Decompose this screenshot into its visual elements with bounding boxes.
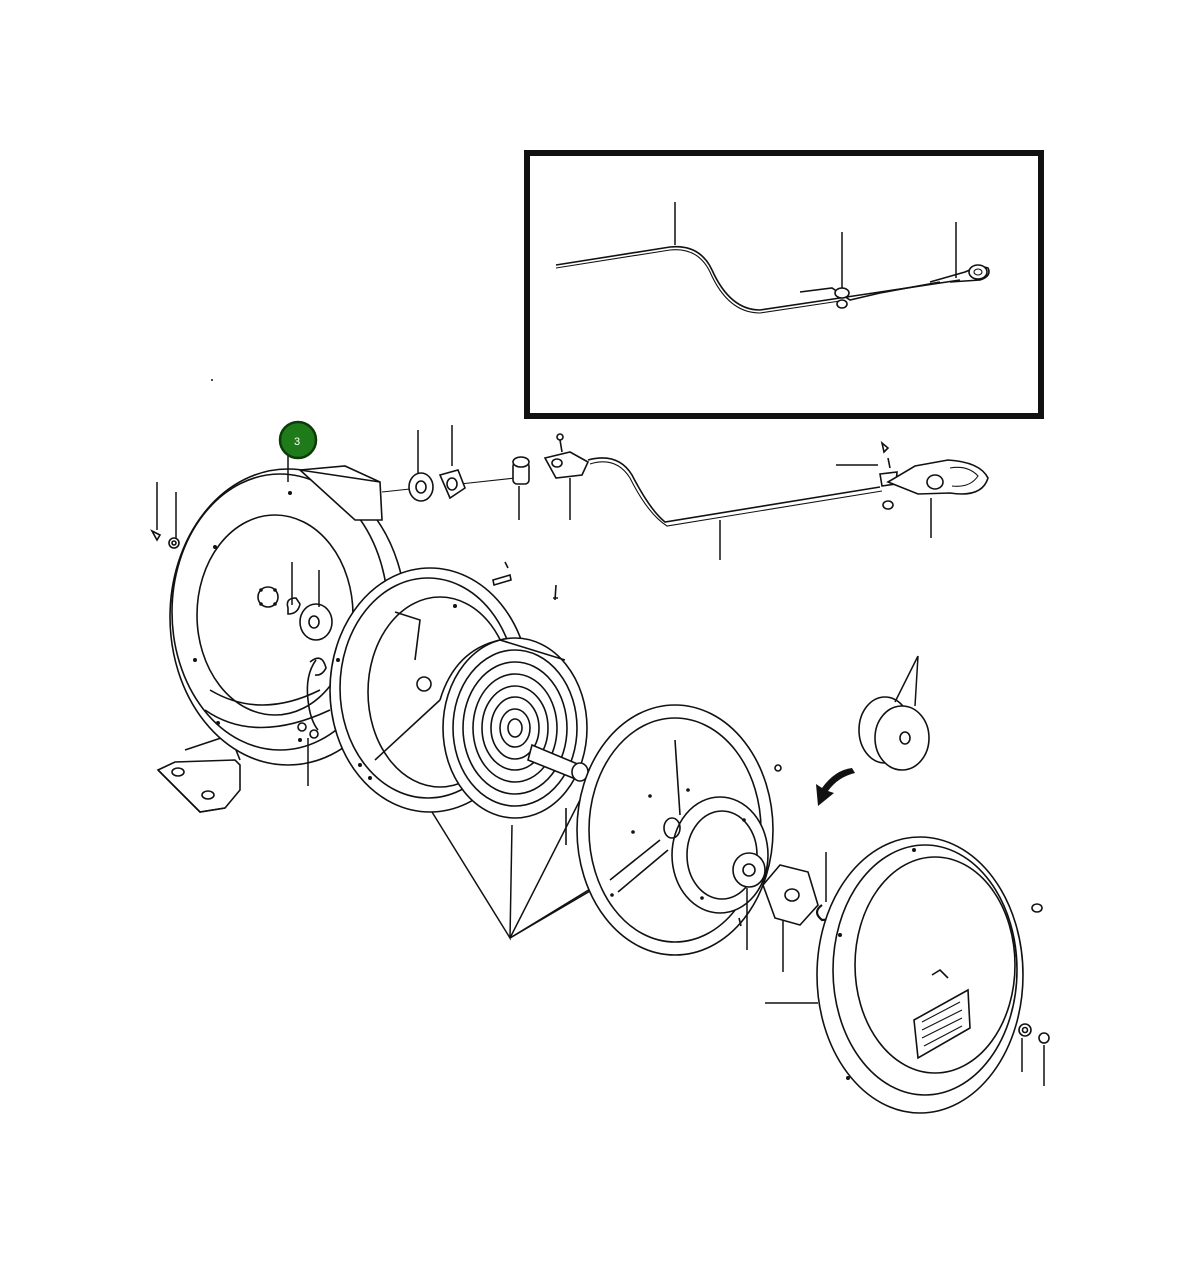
- hub-washer: [286, 597, 333, 641]
- inset-detail-box: [524, 150, 1044, 419]
- hub-bushing: [732, 852, 766, 888]
- retaining-plate: [762, 864, 819, 926]
- cable-assembly: [381, 433, 989, 527]
- ground-wire: [306, 657, 327, 731]
- cable-grommet: [438, 469, 466, 500]
- front-washer: [1018, 1023, 1032, 1037]
- hex-nut: [408, 472, 434, 502]
- cable-clamp: [543, 433, 590, 479]
- rotation-arrow: [816, 768, 855, 806]
- inset-cable-end-loop: [929, 264, 990, 283]
- front-cover: [816, 836, 1043, 1114]
- leader-lines: [156, 425, 1045, 1086]
- callout-3-hotspot[interactable]: 3: [278, 420, 318, 460]
- small-parts: [492, 561, 742, 927]
- front-screw: [1038, 1032, 1050, 1044]
- cable-end-clamp: [879, 440, 898, 510]
- nameplate: [913, 988, 971, 1060]
- mounting-bracket: [156, 759, 241, 813]
- inset-cable: [555, 245, 961, 311]
- spiral-spring: [439, 637, 589, 819]
- cable-stop-ball: [512, 456, 530, 485]
- roller-pulley: [858, 696, 930, 771]
- cable: [587, 457, 881, 523]
- callout-3-label: 3: [294, 436, 300, 448]
- cable-end-loop: [886, 459, 989, 495]
- inner-drum: [576, 704, 774, 956]
- rear-screw-washer: [150, 529, 180, 549]
